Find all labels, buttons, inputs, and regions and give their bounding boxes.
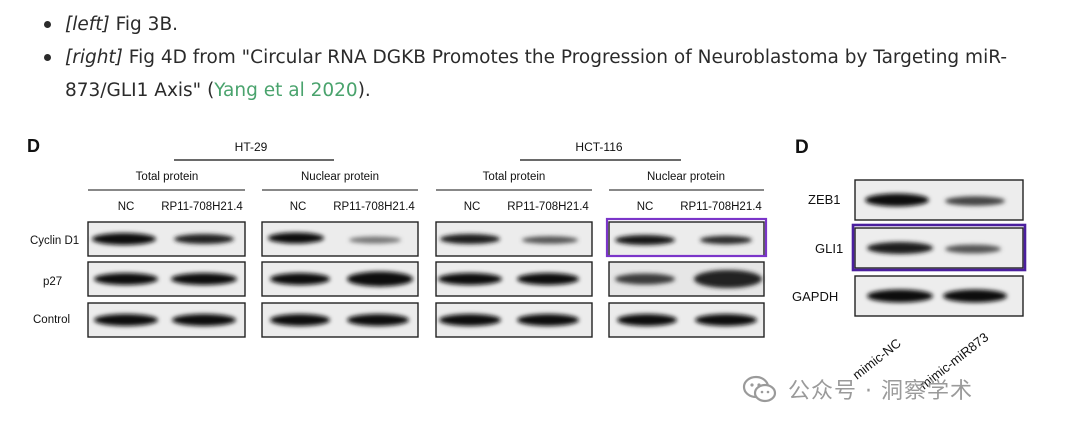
list-item: [left] Fig 3B. xyxy=(44,8,1030,41)
bullet-tag: [left] xyxy=(65,14,110,35)
row-label-gapdh: GAPDH xyxy=(792,289,838,304)
panel-letter: D xyxy=(795,137,809,158)
bullet-tail: ). xyxy=(357,80,371,101)
row-label-zeb1: ZEB1 xyxy=(808,192,841,207)
row-label-control: Control xyxy=(33,314,70,326)
citation-link[interactable]: Yang et al 2020 xyxy=(214,80,358,101)
bullet-list: [left] Fig 3B. [right] Fig 4D from "Circ… xyxy=(40,8,1030,107)
subgroup-label: Total protein xyxy=(483,171,546,183)
watermark: 公众号 · 洞察学术 xyxy=(742,371,973,407)
lane-label: NC xyxy=(464,201,481,213)
panel-letter: D xyxy=(27,136,40,156)
row-label-p27: p27 xyxy=(43,276,62,288)
lane-label: RP11-708H21.4 xyxy=(680,201,762,213)
lane-label: RP11-708H21.4 xyxy=(333,201,415,213)
row-label-cyclin-d1: Cyclin D1 xyxy=(30,235,79,247)
caption-text: [left] Fig 3B. [right] Fig 4D from "Circ… xyxy=(40,8,1030,107)
watermark-text: 公众号 · 洞察学术 xyxy=(788,379,973,404)
lane-label: RP11-708H21.4 xyxy=(507,201,589,213)
row-label-gli1: GLI1 xyxy=(815,241,843,256)
lane-label: NC xyxy=(290,201,307,213)
left-figure: D HT-29 HCT-116 Total protein Nuclear pr… xyxy=(27,136,768,338)
bullet-text: Fig 3B. xyxy=(109,14,179,35)
subgroup-label: Nuclear protein xyxy=(301,171,379,183)
highlight-box xyxy=(851,223,1027,272)
list-item: [right] Fig 4D from "Circular RNA DGKB P… xyxy=(44,41,1030,107)
right-figure: D ZEB1 GLI1 GAPDH mimic-NC mimic-miR873 xyxy=(792,137,1027,392)
lane-label: NC xyxy=(637,201,654,213)
lane-label: RP11-708H21.4 xyxy=(161,201,243,213)
subgroup-label: Total protein xyxy=(136,171,199,183)
bullet-text: Fig 4D from "Circular RNA DGKB Promotes … xyxy=(65,47,1007,101)
lane-label: NC xyxy=(118,201,135,213)
highlight-box xyxy=(605,217,768,258)
group-label-hct116: HCT-116 xyxy=(575,140,622,154)
subgroup-label: Nuclear protein xyxy=(647,171,725,183)
wechat-icon xyxy=(742,375,777,403)
group-label-ht29: HT-29 xyxy=(235,140,268,154)
bullet-tag: [right] xyxy=(65,47,123,68)
